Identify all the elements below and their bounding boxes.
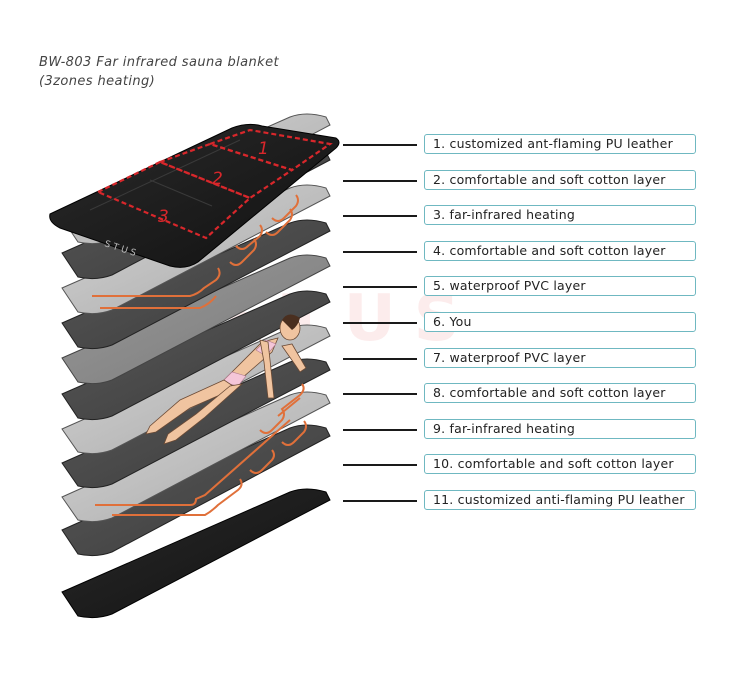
connector-line-11: [343, 500, 417, 502]
layer-11: [61, 424, 331, 557]
layer-label-4: 4. comfortable and soft cotton layer: [424, 241, 696, 261]
zone-label-2: 2: [212, 169, 223, 189]
connector-line-1: [343, 144, 417, 146]
layer-label-3: 3. far-infrared heating: [424, 205, 696, 225]
connector-line-7: [343, 358, 417, 360]
connector-line-4: [343, 251, 417, 253]
connector-line-8: [343, 393, 417, 395]
layer-label-8: 8. comfortable and soft cotton layer: [424, 383, 696, 403]
heating-wire-icon-4: [235, 194, 299, 250]
layer-label-5: 5. waterproof PVC layer: [424, 276, 696, 296]
zone-2-outline: [156, 142, 295, 200]
title-line-1: BW-803 Far infrared sauna blanket: [39, 55, 279, 70]
connector-line-9: [343, 429, 417, 431]
connector-line-10: [343, 464, 417, 466]
zone-1-outline: [206, 128, 333, 172]
connector-line-3: [343, 215, 417, 217]
layer-label-10: 10. comfortable and soft cotton layer: [424, 454, 696, 474]
layer-label-2: 2. comfortable and soft cotton layer: [424, 170, 696, 190]
connector-line-2: [343, 180, 417, 182]
connector-line-5: [343, 286, 417, 288]
layer-label-1: 1. customized ant-flaming PU leather: [424, 134, 696, 154]
person-lying-illustration: [145, 314, 307, 445]
layer-base-sheet: [61, 488, 331, 619]
zone-3-outline: [95, 160, 253, 240]
layer-label-6: 6. You: [424, 312, 696, 332]
layer-label-7: 7. waterproof PVC layer: [424, 348, 696, 368]
connector-line-6: [343, 322, 417, 324]
layer-1-leather-top: 1 2 3 STUS: [49, 123, 340, 268]
heating-wire-icon: [95, 419, 307, 516]
layer-10-heating: [61, 391, 331, 523]
layer-5-dark: [61, 219, 331, 350]
zone-label-3: 3: [158, 207, 169, 227]
layer-6-grey: [61, 254, 331, 385]
layer-label-11: 11. customized anti-flaming PU leather: [424, 490, 696, 510]
layer-7-person: [61, 290, 331, 445]
heating-wire-icon-2: [259, 383, 305, 434]
layer-label-9: 9. far-infrared heating: [424, 419, 696, 439]
zone-label-1: 1: [258, 139, 269, 159]
heating-wire-icon-3: [92, 208, 293, 309]
diagram-title: BW-803 Far infrared sauna blanket (3zone…: [39, 53, 279, 91]
title-line-2: (3zones heating): [39, 74, 156, 89]
